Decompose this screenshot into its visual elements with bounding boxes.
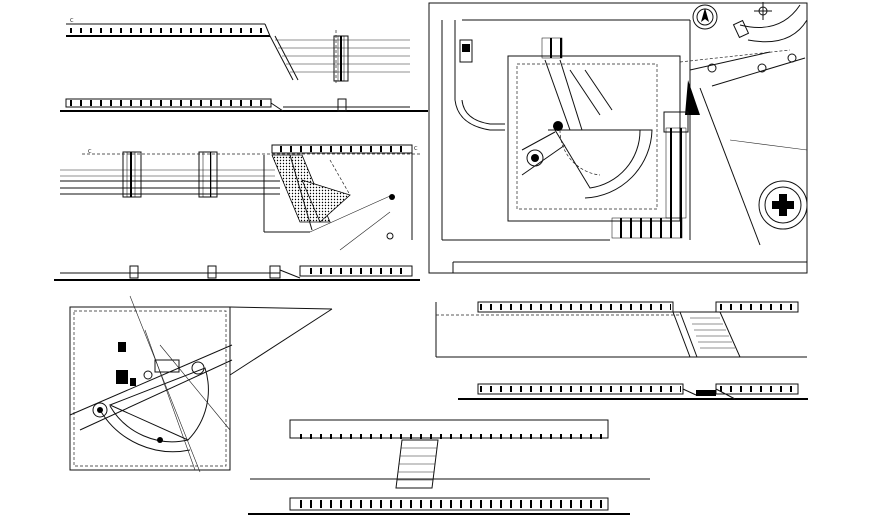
compass-icon (754, 2, 772, 20)
north-arrow-icon (692, 4, 718, 30)
elevation-top-left: C (66, 18, 410, 84)
plan-bottom-left (69, 295, 333, 473)
elevation-right-2 (458, 383, 808, 400)
elevation-right-1 (435, 301, 807, 358)
section-mark-b: C (88, 149, 92, 155)
section-middle-left: C (60, 144, 420, 251)
elevation-strip-2 (54, 265, 420, 281)
elevation-bottom-center (250, 419, 650, 489)
site-plan-framed: C (414, 2, 808, 274)
section-mark-a: C (70, 18, 74, 24)
cross-icon (772, 194, 794, 216)
section-mark-c: C (414, 146, 418, 152)
elevation-strip-1 (60, 98, 428, 112)
elevation-bottom-strip (248, 497, 630, 515)
